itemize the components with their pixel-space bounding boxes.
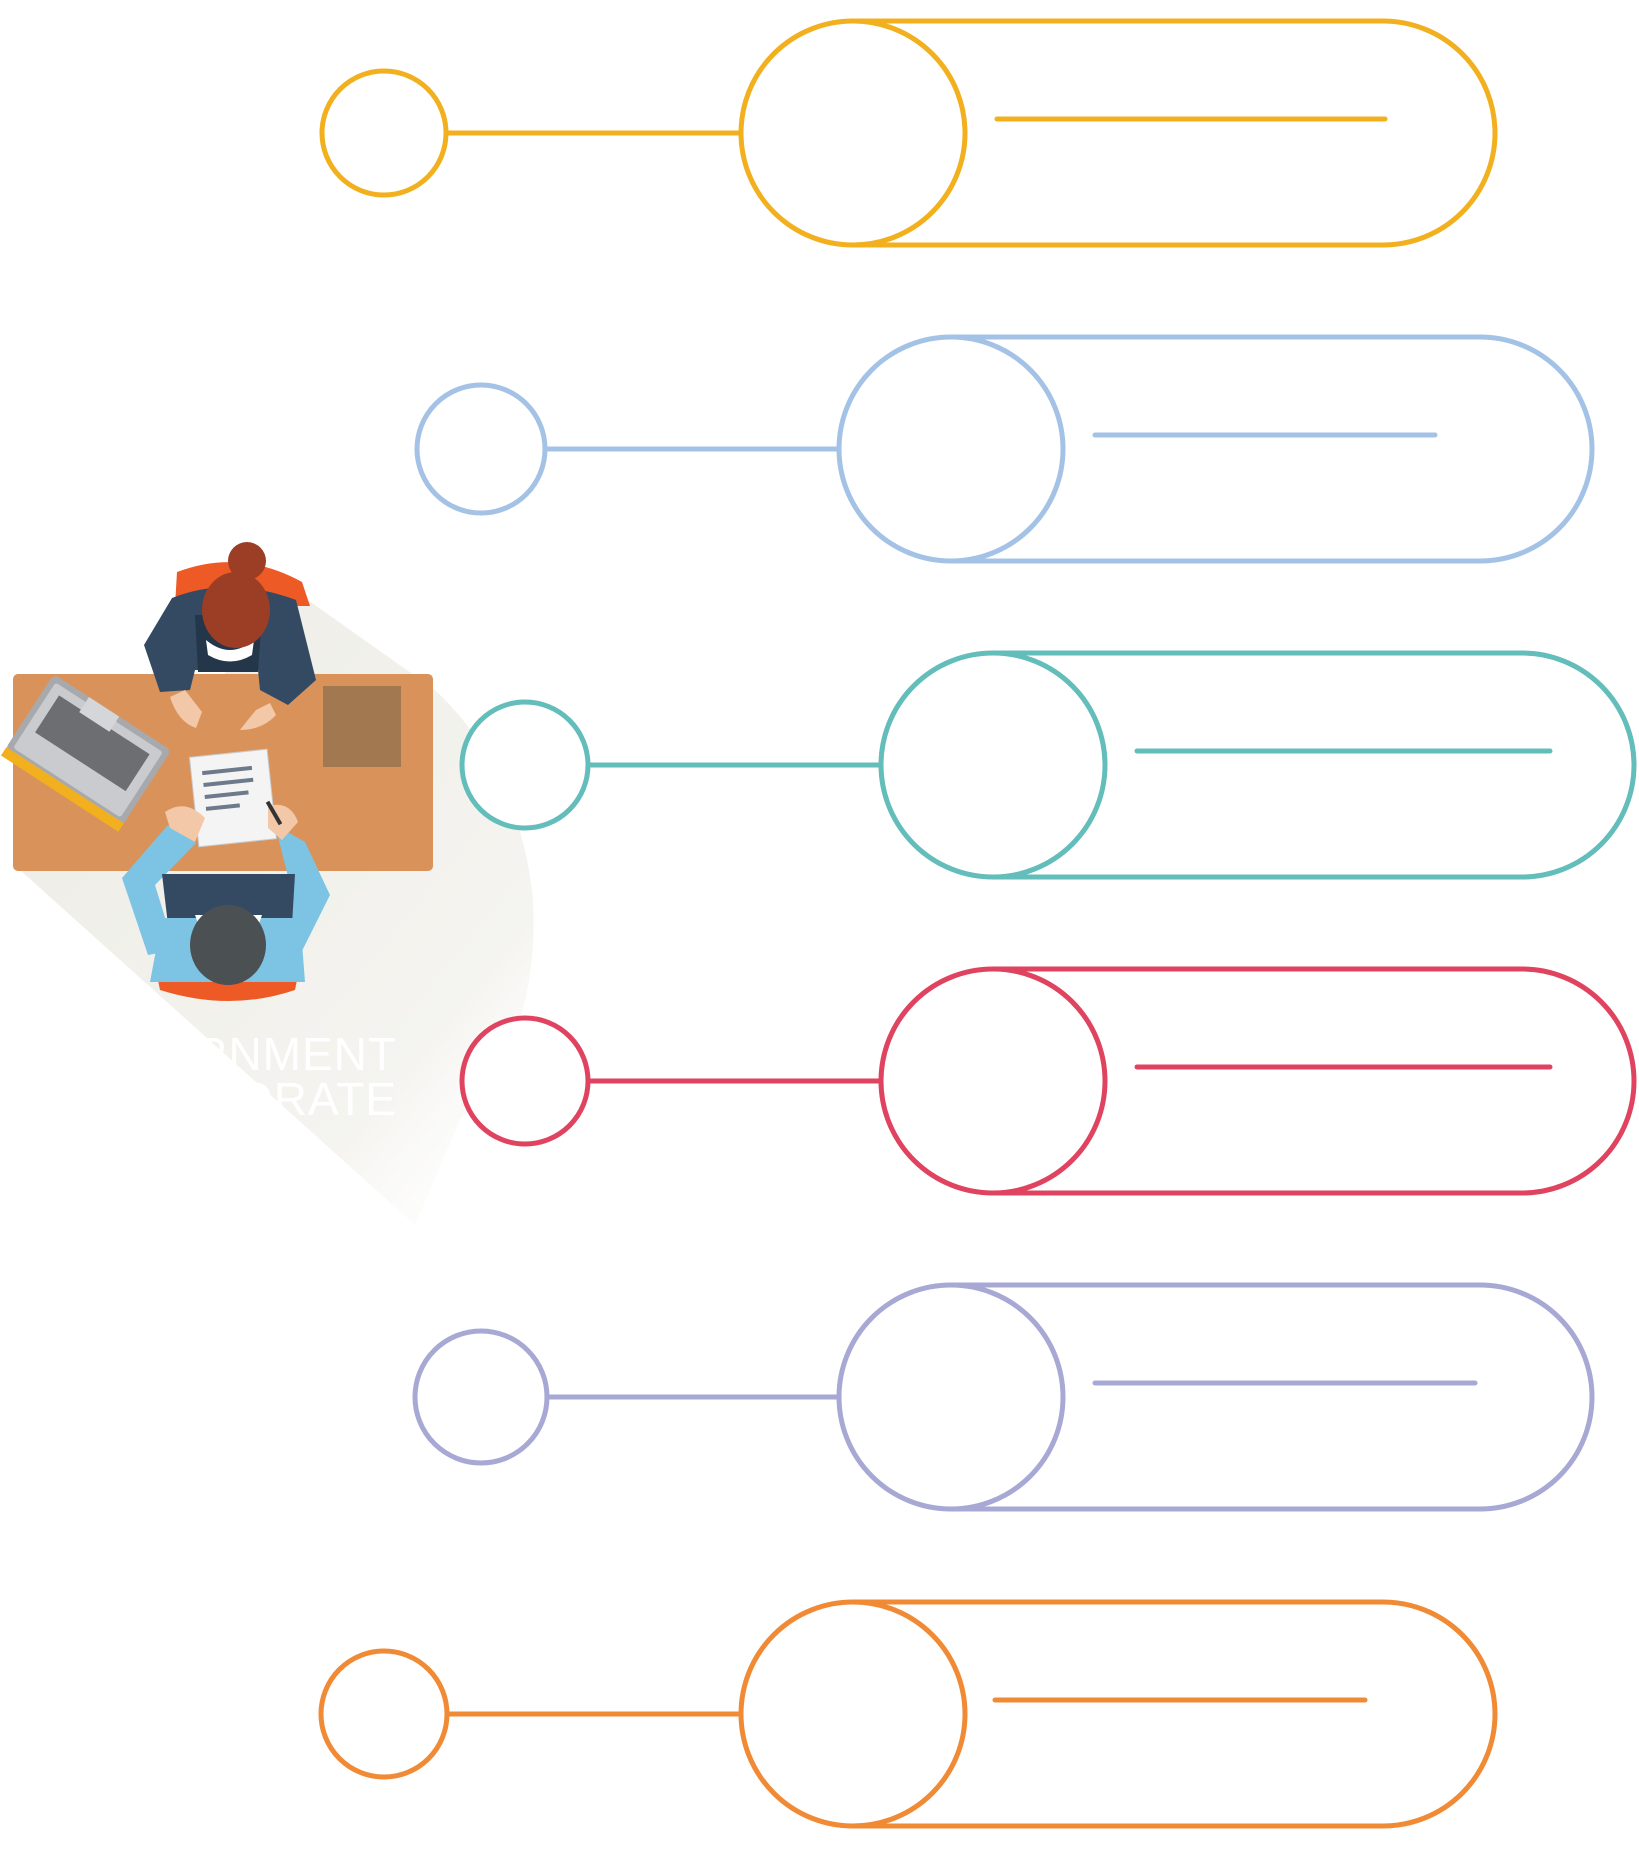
caption-line-2: ORATE [237,1073,397,1125]
large-circle [878,966,1108,1196]
small-circle [414,382,548,516]
woman-bun [228,542,266,580]
pill-outline [990,966,1637,1196]
row-3 [459,650,1637,880]
large-circle [738,1599,968,1829]
pill-outline [948,1282,1595,1512]
row-5 [412,1282,1595,1512]
row-1 [319,18,1498,248]
man-head [190,905,266,985]
small-circle [459,1015,591,1147]
man-body [162,874,295,925]
small-circle [318,1648,450,1780]
man-arm-left [122,825,196,955]
large-circle [836,334,1066,564]
pill-outline [850,18,1498,248]
large-circle [878,650,1108,880]
large-circle [738,18,968,248]
meeting-illustration: RNMENT ORATE [0,542,534,1225]
pill-outline [850,1599,1498,1829]
small-circle [319,68,449,198]
small-circle [459,699,591,831]
row-6 [318,1599,1498,1829]
small-circle [412,1328,550,1466]
large-circle [836,1282,1066,1512]
caption-line-1: RNMENT [194,1028,397,1080]
pill-outline [990,650,1637,880]
woman-head [202,572,270,648]
laptop-icon [0,676,169,832]
document-icon [188,748,278,848]
pill-outline [948,334,1595,564]
woman-hand-right [240,703,276,730]
desk-box [323,686,401,767]
row-4 [459,966,1637,1196]
row-2 [414,334,1595,564]
woman-hand-left [170,690,202,728]
